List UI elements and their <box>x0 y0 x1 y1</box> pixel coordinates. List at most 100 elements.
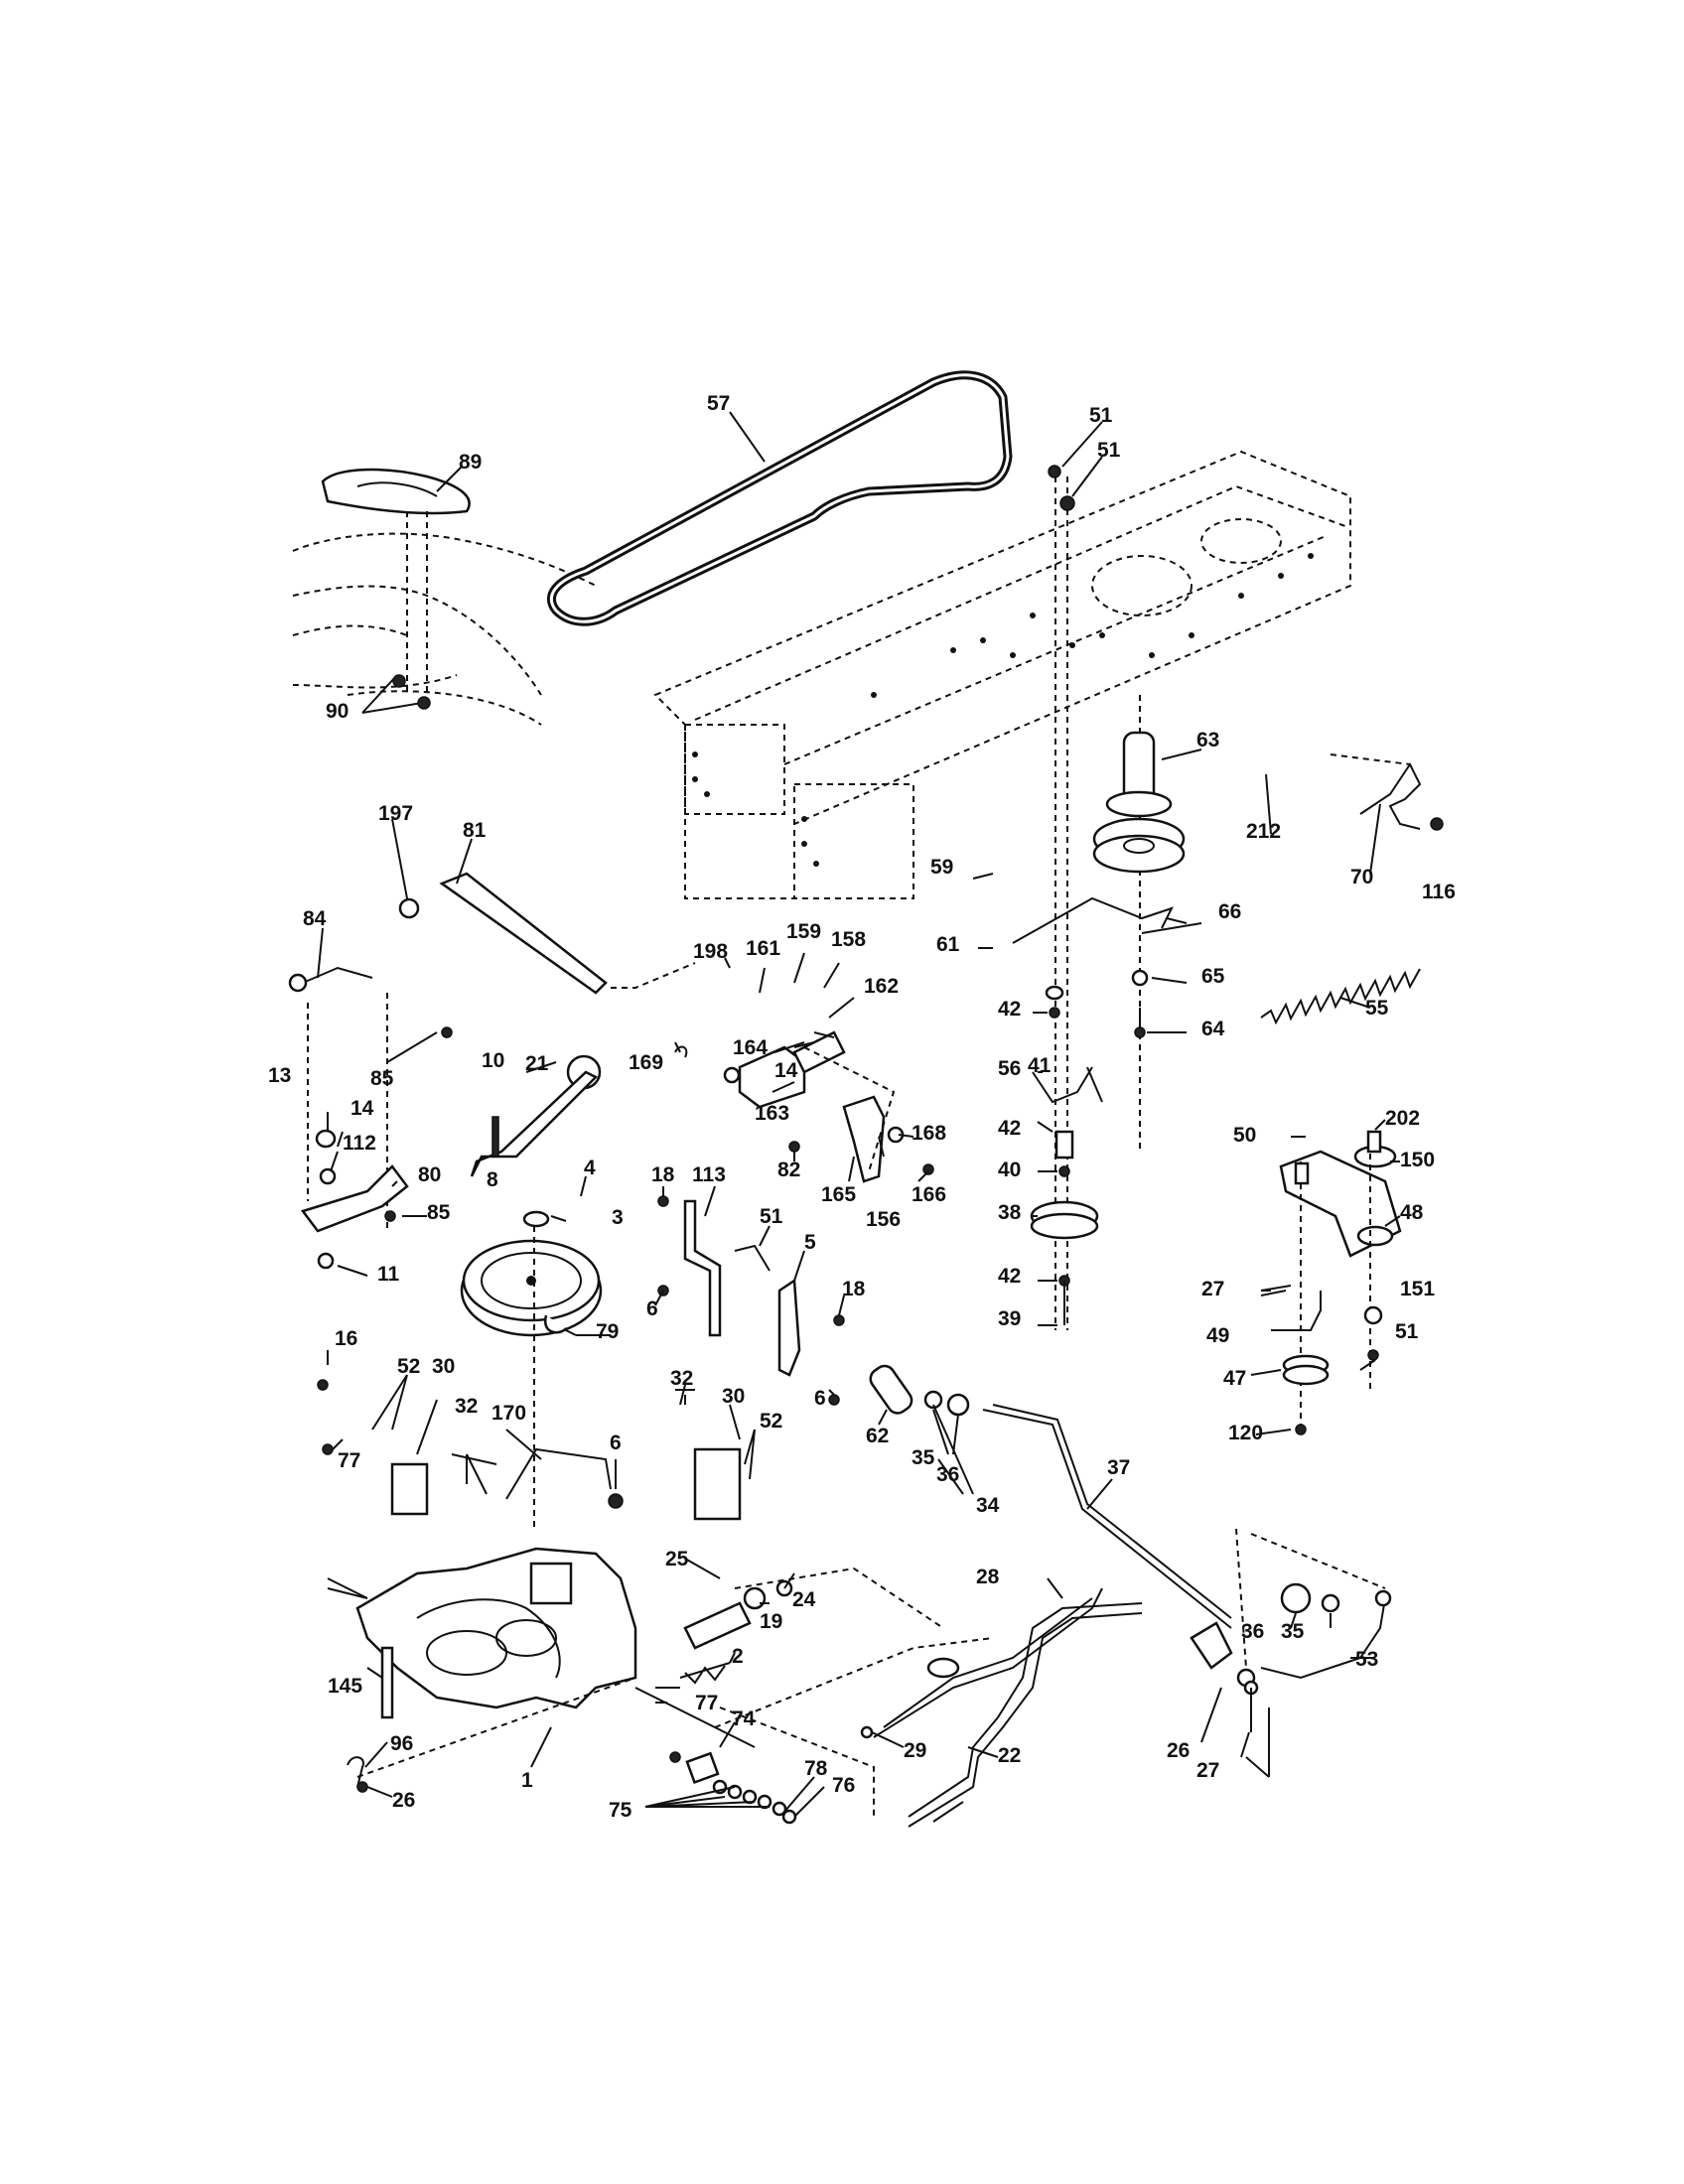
callout-27b: 27 <box>1196 1759 1219 1782</box>
callout-151: 151 <box>1400 1278 1435 1300</box>
callout-16: 16 <box>335 1327 357 1350</box>
callout-42a: 42 <box>998 998 1021 1021</box>
clutch-assembly <box>674 1030 934 1183</box>
callout-14a: 14 <box>774 1059 798 1082</box>
callout-35a: 35 <box>912 1446 935 1469</box>
callout-42c: 42 <box>998 1265 1021 1288</box>
callout-42b: 42 <box>998 1117 1021 1140</box>
callout-79: 79 <box>596 1320 619 1343</box>
callout-2: 2 <box>732 1645 744 1668</box>
callout-39: 39 <box>998 1307 1021 1330</box>
callout-labels: 57 89 51 51 90 63 212 70 116 197 81 59 6… <box>268 392 1456 1822</box>
fender-outline <box>292 468 597 726</box>
callout-159: 159 <box>786 920 821 943</box>
callout-34: 34 <box>976 1494 1000 1517</box>
pulley-stack <box>1012 465 1186 1330</box>
callout-158: 158 <box>831 928 866 951</box>
callout-18b: 18 <box>842 1278 866 1300</box>
callout-21: 21 <box>525 1052 549 1075</box>
callout-5: 5 <box>804 1231 816 1254</box>
brackets <box>657 1195 845 1406</box>
callout-29: 29 <box>904 1739 926 1762</box>
drive-belt <box>546 370 1013 626</box>
callout-40: 40 <box>998 1159 1021 1181</box>
callout-77a: 77 <box>338 1449 360 1472</box>
callout-65: 65 <box>1201 965 1225 988</box>
callout-64: 64 <box>1201 1018 1225 1040</box>
callout-76: 76 <box>832 1774 855 1797</box>
callout-14b: 14 <box>351 1097 374 1120</box>
bracket-70 <box>1330 753 1444 831</box>
callout-116: 116 <box>1422 881 1456 903</box>
callout-81: 81 <box>463 819 487 842</box>
callout-26b: 26 <box>392 1789 415 1812</box>
callout-37: 37 <box>1107 1456 1130 1479</box>
callout-6b: 6 <box>814 1387 826 1410</box>
callout-51d: 51 <box>1395 1320 1419 1343</box>
callout-35b: 35 <box>1281 1620 1305 1643</box>
callout-163: 163 <box>755 1102 789 1125</box>
axle-hardware <box>669 1637 994 1825</box>
callout-22: 22 <box>998 1744 1021 1767</box>
callout-32b: 32 <box>455 1395 478 1418</box>
callout-57: 57 <box>707 392 730 415</box>
callout-84: 84 <box>303 907 327 930</box>
callout-82: 82 <box>777 1159 800 1181</box>
callout-30a: 30 <box>432 1355 455 1378</box>
callout-77b: 77 <box>695 1692 718 1714</box>
frame <box>653 450 1351 899</box>
callout-4: 4 <box>584 1157 596 1179</box>
callout-145: 145 <box>328 1675 362 1698</box>
callout-162: 162 <box>864 975 899 998</box>
callout-32a: 32 <box>670 1367 693 1390</box>
callout-11: 11 <box>377 1263 400 1286</box>
callout-1: 1 <box>521 1769 533 1792</box>
callout-150: 150 <box>1400 1149 1435 1171</box>
callout-13: 13 <box>268 1064 291 1087</box>
callout-59: 59 <box>930 856 953 879</box>
callout-113: 113 <box>692 1163 726 1186</box>
callout-166: 166 <box>912 1183 946 1206</box>
callout-51c: 51 <box>760 1205 783 1228</box>
callout-80: 80 <box>418 1163 441 1186</box>
callout-78: 78 <box>804 1757 828 1780</box>
callout-36b: 36 <box>1241 1620 1264 1643</box>
callout-38: 38 <box>998 1201 1022 1224</box>
callout-164: 164 <box>733 1036 768 1059</box>
leader-lines <box>317 411 1401 1818</box>
callout-90: 90 <box>326 700 349 723</box>
callout-41: 41 <box>1028 1054 1052 1077</box>
callout-212: 212 <box>1246 820 1281 843</box>
idler-bracket <box>1260 1130 1402 1435</box>
callout-36a: 36 <box>936 1463 959 1486</box>
frame-holes <box>692 553 1314 867</box>
callout-24: 24 <box>792 1588 816 1611</box>
callout-161: 161 <box>746 937 780 960</box>
pulley-3 <box>460 1210 603 1529</box>
callout-30b: 30 <box>722 1385 745 1408</box>
callout-156: 156 <box>866 1208 901 1231</box>
callout-85a: 85 <box>370 1067 394 1090</box>
callout-66: 66 <box>1218 900 1241 923</box>
callout-61: 61 <box>936 933 960 956</box>
callout-120: 120 <box>1228 1422 1263 1444</box>
transaxle <box>322 1443 756 1793</box>
callout-3: 3 <box>612 1206 624 1229</box>
springs <box>679 1567 944 1685</box>
callout-8: 8 <box>487 1168 498 1191</box>
callout-6a: 6 <box>646 1297 658 1320</box>
callout-197: 197 <box>378 802 413 825</box>
callout-19: 19 <box>760 1610 782 1633</box>
callout-26a: 26 <box>1167 1739 1190 1762</box>
callout-25: 25 <box>665 1548 689 1570</box>
callout-96: 96 <box>390 1732 413 1755</box>
callout-10: 10 <box>482 1049 504 1072</box>
callout-165: 165 <box>821 1183 856 1206</box>
callout-52a: 52 <box>397 1355 420 1378</box>
callout-53: 53 <box>1355 1648 1378 1671</box>
callout-89: 89 <box>459 451 482 474</box>
callout-85b: 85 <box>427 1201 451 1224</box>
callout-47: 47 <box>1223 1367 1246 1390</box>
left-upper-parts <box>288 872 696 1391</box>
